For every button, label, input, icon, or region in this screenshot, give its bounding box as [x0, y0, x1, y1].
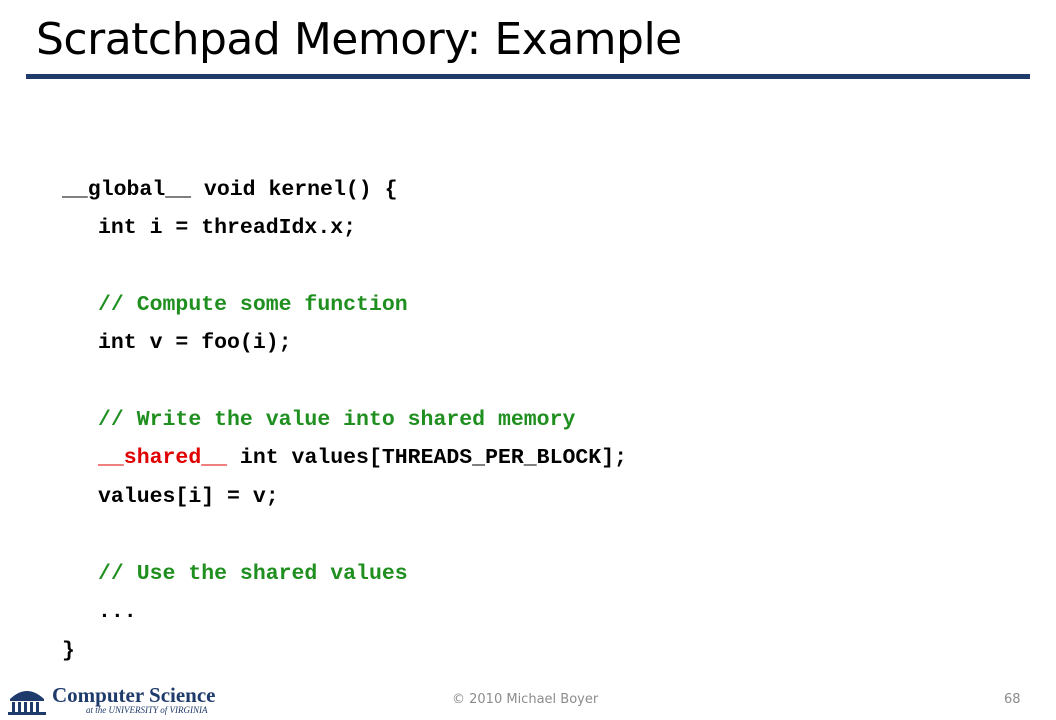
title-underline — [26, 74, 1030, 79]
page-number: 68 — [1004, 692, 1021, 707]
code-comment-3: // Use the shared values — [98, 562, 408, 586]
code-line-4: int v = foo(i); — [98, 331, 292, 355]
code-line-2: int i = threadIdx.x; — [98, 216, 357, 240]
code-line-1: __global__ void kernel() { — [62, 176, 397, 204]
code-comment-2: // Write the value into shared memory — [98, 408, 576, 432]
code-comment-1: // Compute some function — [98, 293, 408, 317]
slide-title: Scratchpad Memory: Example — [36, 14, 682, 65]
logo-subtext: at the UNIVERSITY of VIRGINIA — [86, 705, 208, 715]
copyright: © 2010 Michael Boyer — [452, 692, 599, 707]
shared-keyword: __shared__ — [98, 446, 228, 470]
rotunda-icon — [8, 691, 46, 715]
code-line-10: } — [62, 639, 75, 663]
kernel-signature: void kernel() { — [191, 178, 398, 202]
code-line-6: __shared__ int values[THREADS_PER_BLOCK]… — [62, 444, 627, 472]
logo-text: Computer Science — [52, 683, 216, 707]
code-line-9: ... — [98, 600, 137, 624]
code-line-7: values[i] = v; — [98, 485, 279, 509]
global-keyword: __global__ — [62, 178, 192, 202]
shared-declaration: int values[THREADS_PER_BLOCK]; — [227, 446, 627, 470]
cs-logo: Computer Science at the UNIVERSITY of VI… — [8, 683, 238, 717]
